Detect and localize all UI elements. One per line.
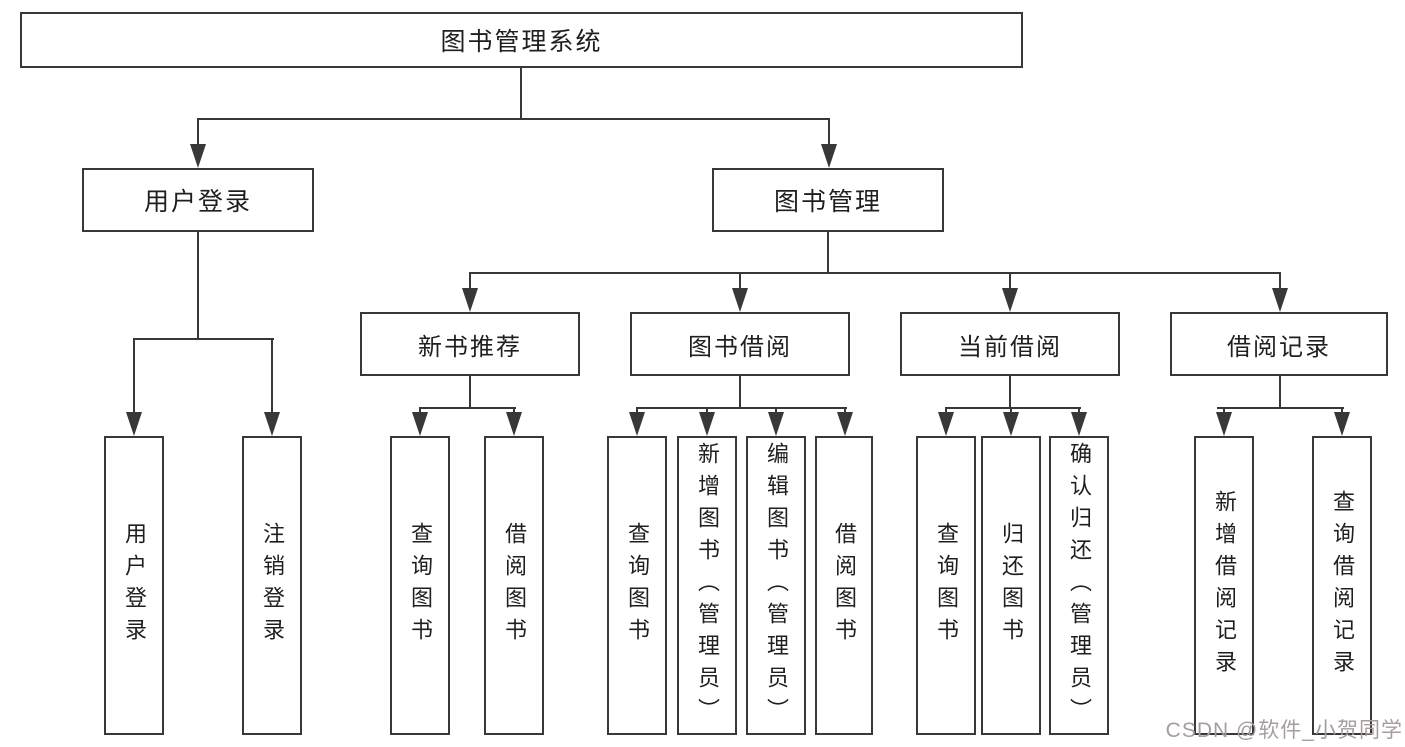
arrow-down-icon	[412, 412, 428, 436]
leaf-edit-book-admin: 编辑图书（管理员）	[746, 436, 806, 735]
node-new-book-recommend-label: 新书推荐	[418, 333, 522, 361]
node-book-management-label: 图书管理	[773, 188, 882, 216]
connector-line	[636, 407, 847, 409]
connector-line	[1009, 376, 1011, 408]
connector-line	[739, 272, 741, 290]
connector-line	[520, 68, 522, 118]
arrow-down-icon	[732, 288, 748, 312]
arrow-down-icon	[768, 412, 784, 436]
connector-line	[419, 407, 516, 409]
connector-line	[513, 407, 515, 415]
node-current-borrow: 当前借阅	[900, 312, 1120, 376]
leaf-recommend-borrow-book-label: 借阅图书	[502, 521, 527, 650]
node-root-label: 图书管理系统	[440, 28, 603, 56]
leaf-query-borrow-record-label: 查询借阅记录	[1330, 489, 1355, 682]
connector-line	[197, 232, 199, 338]
arrow-down-icon	[1216, 412, 1232, 436]
connector-line	[469, 272, 1281, 274]
arrow-down-icon	[821, 144, 837, 168]
connector-line	[133, 338, 274, 340]
connector-line	[469, 272, 471, 290]
arrow-down-icon	[264, 412, 280, 436]
leaf-add-book-admin-label: 新增图书（管理员）	[695, 441, 720, 730]
arrow-down-icon	[462, 288, 478, 312]
arrow-down-icon	[699, 412, 715, 436]
arrow-down-icon	[1003, 412, 1019, 436]
leaf-confirm-return-admin: 确认归还（管理员）	[1049, 436, 1109, 735]
leaf-current-query-book-label: 查询图书	[934, 521, 959, 650]
arrow-down-icon	[1071, 412, 1087, 436]
arrow-down-icon	[1272, 288, 1288, 312]
node-current-borrow-label: 当前借阅	[958, 333, 1062, 361]
arrow-down-icon	[629, 412, 645, 436]
arrow-down-icon	[1002, 288, 1018, 312]
connector-line	[636, 407, 638, 415]
connector-line	[1078, 407, 1080, 415]
arrow-down-icon	[506, 412, 522, 436]
node-book-borrow: 图书借阅	[630, 312, 850, 376]
leaf-borrow-book: 借阅图书	[815, 436, 873, 735]
connector-line	[844, 407, 846, 415]
connector-line	[828, 118, 830, 148]
leaf-user-login: 用户登录	[104, 436, 164, 735]
connector-line	[1279, 272, 1281, 290]
leaf-logout-label: 注销登录	[260, 521, 285, 650]
connector-line	[271, 338, 273, 414]
arrow-down-icon	[126, 412, 142, 436]
arrow-down-icon	[938, 412, 954, 436]
connector-line	[197, 118, 830, 120]
arrow-down-icon	[190, 144, 206, 168]
arrow-down-icon	[837, 412, 853, 436]
leaf-return-book: 归还图书	[981, 436, 1041, 735]
leaf-add-borrow-record-label: 新增借阅记录	[1212, 489, 1237, 682]
leaf-recommend-query-book-label: 查询图书	[408, 521, 433, 650]
node-user-login: 用户登录	[82, 168, 314, 232]
leaf-recommend-query-book: 查询图书	[390, 436, 450, 735]
node-borrow-record: 借阅记录	[1170, 312, 1388, 376]
leaf-add-book-admin: 新增图书（管理员）	[677, 436, 737, 735]
leaf-add-borrow-record: 新增借阅记录	[1194, 436, 1254, 735]
connector-line	[739, 376, 741, 408]
leaf-query-borrow-record: 查询借阅记录	[1312, 436, 1372, 735]
connector-line	[133, 338, 135, 414]
leaf-user-login-label: 用户登录	[122, 521, 147, 650]
connector-line	[827, 232, 829, 273]
leaf-confirm-return-admin-label: 确认归还（管理员）	[1067, 441, 1092, 730]
node-new-book-recommend: 新书推荐	[360, 312, 580, 376]
connector-line	[945, 407, 947, 415]
connector-line	[1341, 407, 1343, 415]
csdn-watermark: CSDN @软件_小贺同学	[1165, 719, 1403, 742]
connector-line	[197, 118, 199, 148]
connector-line	[1217, 407, 1344, 409]
leaf-return-book-label: 归还图书	[999, 521, 1024, 650]
connector-line	[419, 407, 421, 415]
leaf-borrow-query-book: 查询图书	[607, 436, 667, 735]
node-book-borrow-label: 图书借阅	[688, 333, 792, 361]
leaf-borrow-query-book-label: 查询图书	[625, 521, 650, 650]
node-book-management: 图书管理	[712, 168, 944, 232]
node-borrow-record-label: 借阅记录	[1227, 333, 1331, 361]
node-user-login-label: 用户登录	[143, 188, 252, 216]
leaf-logout: 注销登录	[242, 436, 302, 735]
connector-line	[1010, 407, 1012, 415]
connector-line	[469, 376, 471, 408]
leaf-current-query-book: 查询图书	[916, 436, 976, 735]
connector-line	[1279, 376, 1281, 408]
connector-line	[945, 407, 1081, 409]
connector-line	[775, 407, 777, 415]
node-root: 图书管理系统	[20, 12, 1023, 68]
leaf-recommend-borrow-book: 借阅图书	[484, 436, 544, 735]
arrow-down-icon	[1334, 412, 1350, 436]
connector-line	[1223, 407, 1225, 415]
leaf-edit-book-admin-label: 编辑图书（管理员）	[764, 441, 789, 730]
connector-line	[1009, 272, 1011, 290]
leaf-borrow-book-label: 借阅图书	[832, 521, 857, 650]
connector-line	[706, 407, 708, 415]
